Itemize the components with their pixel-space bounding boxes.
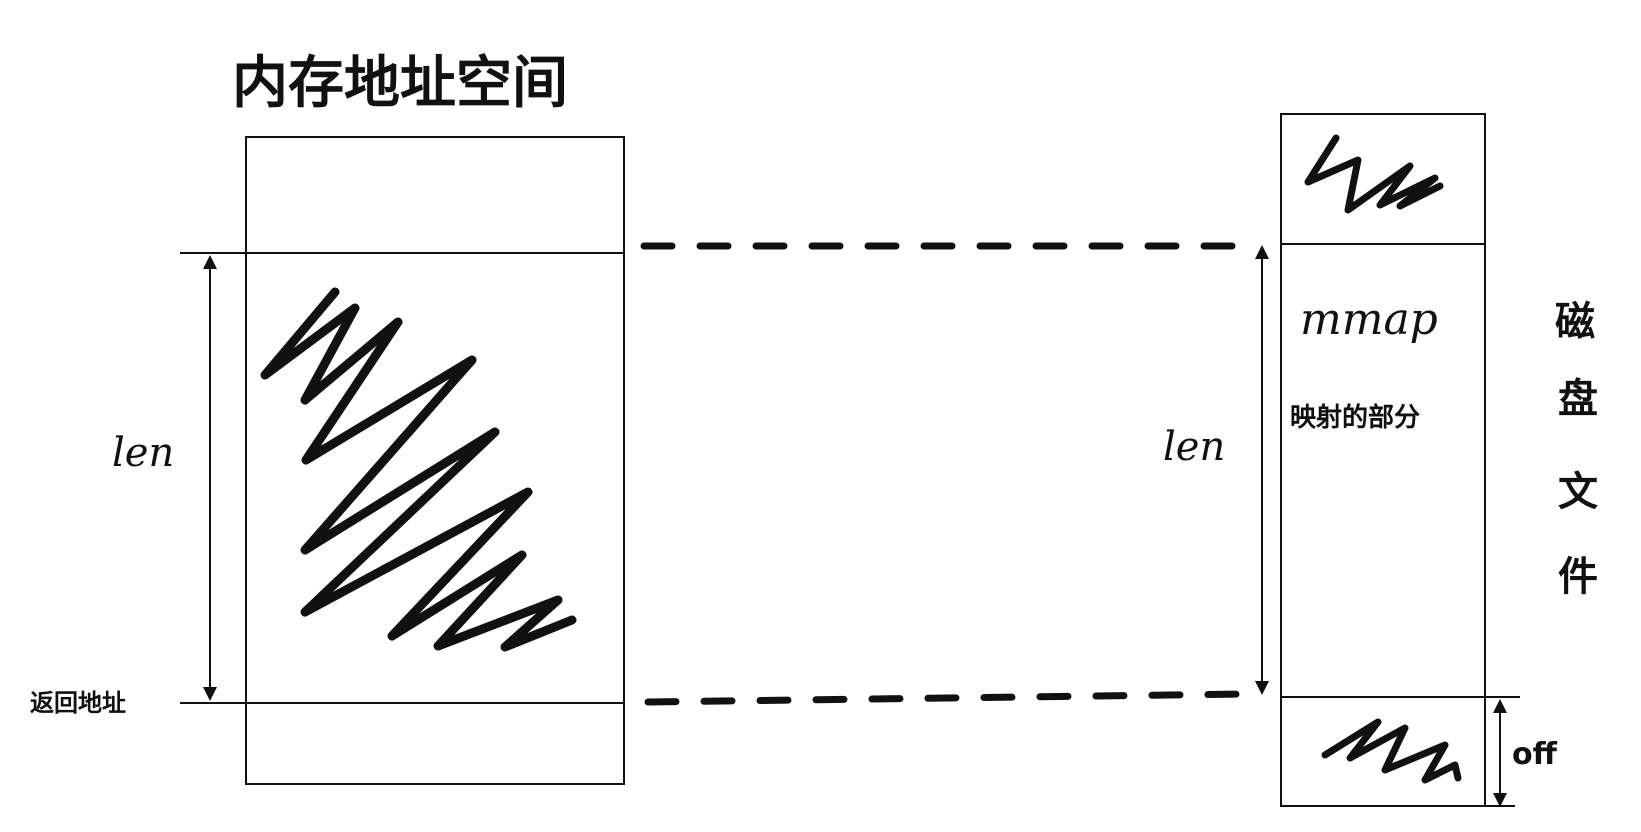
- disk-file-box: [1280, 113, 1486, 807]
- mapped-part-label: 映射的部分: [1290, 402, 1420, 433]
- file-bottom-scribble: [1321, 718, 1462, 784]
- disk-file-char-4: 件: [1558, 554, 1598, 600]
- return-address-label: 返回地址: [30, 689, 126, 717]
- disk-file-char-3: 文: [1558, 469, 1598, 515]
- file-top-scribble: [1304, 134, 1444, 214]
- memory-title: 内存地址空间: [232, 51, 568, 116]
- mmap-label: mmap: [1300, 294, 1438, 345]
- disk-file-char-1: 磁: [1555, 299, 1595, 345]
- mapping-dashed-line-bottom: [644, 690, 1254, 706]
- disk-file-char-2: 盘: [1558, 376, 1598, 422]
- offset-label: off: [1512, 737, 1558, 772]
- memory-space-box: [245, 136, 625, 785]
- memory-len-label: len: [112, 430, 174, 476]
- file-len-label: len: [1163, 424, 1225, 470]
- memory-mapped-scribble: [260, 287, 577, 652]
